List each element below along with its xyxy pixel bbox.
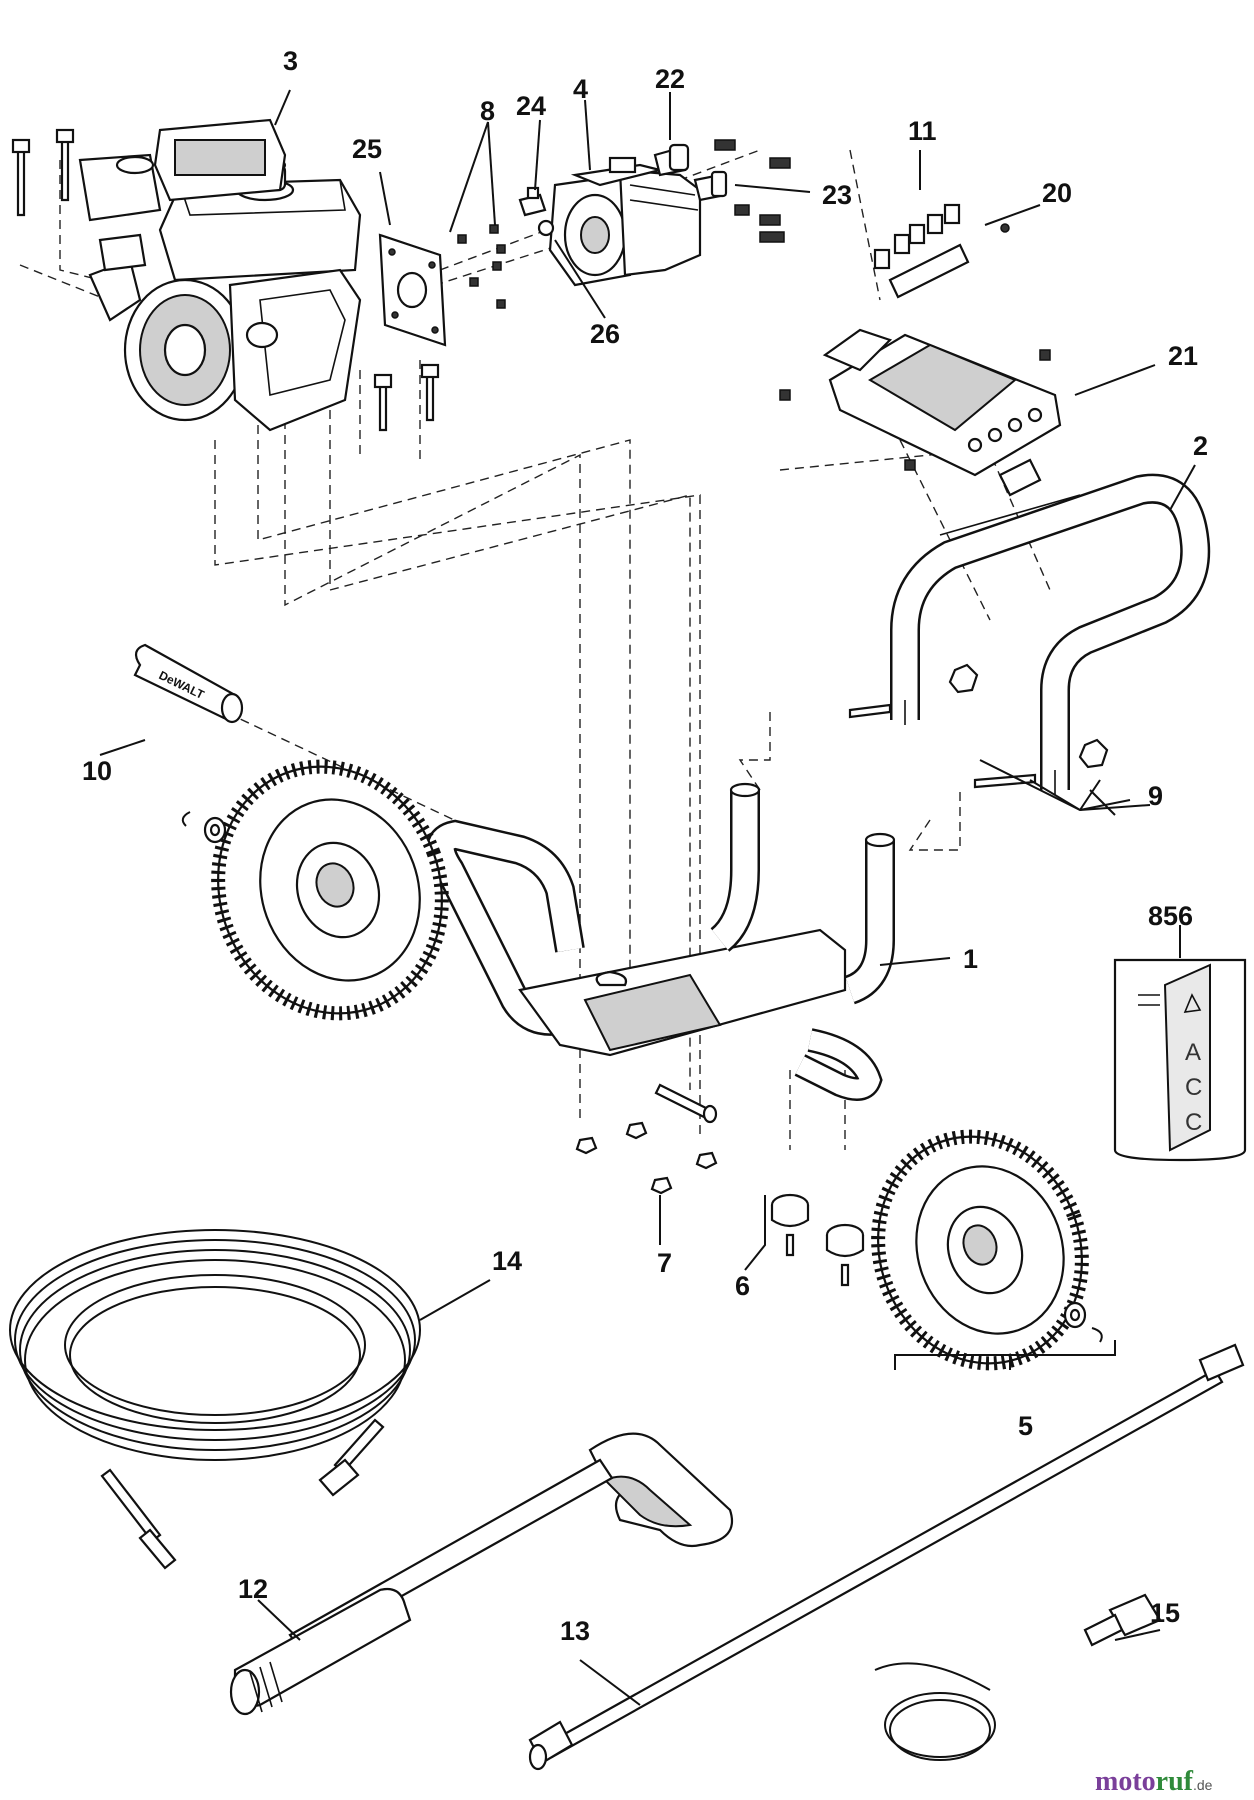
label-25: 25 (352, 134, 382, 164)
card-letter-1: A (1185, 1039, 1201, 1066)
base-frame (426, 782, 896, 1195)
label-8: 8 (480, 96, 495, 126)
watermark-part-a: moto (1095, 1766, 1156, 1797)
pump-assembly (518, 156, 702, 287)
mounting-plate (378, 233, 447, 347)
label-21: 21 (1168, 341, 1198, 371)
label-22: 22 (655, 64, 685, 94)
spray-wand (528, 1343, 1245, 1771)
fittings (653, 139, 791, 243)
watermark-suffix: .de (1193, 1777, 1213, 1793)
card-letter-2: C (1185, 1074, 1202, 1101)
part-labels: 3 25 8 24 4 22 23 26 11 20 21 2 10 9 1 8… (82, 46, 1208, 1646)
label-13: 13 (560, 1616, 590, 1646)
handle-grip: DeWALT (133, 643, 244, 724)
wheel-left (181, 759, 449, 1021)
label-12: 12 (238, 1574, 268, 1604)
label-7: 7 (657, 1248, 672, 1278)
label-856: 856 (1148, 901, 1193, 931)
engine-assembly (11, 118, 440, 432)
label-4: 4 (573, 74, 588, 104)
label-2: 2 (1193, 431, 1208, 461)
upper-handle (848, 473, 1211, 795)
label-6: 6 (735, 1271, 750, 1301)
label-15: 15 (1150, 1598, 1180, 1628)
label-26: 26 (590, 319, 620, 349)
card-letter-3: C (1185, 1109, 1202, 1136)
label-3: 3 (283, 46, 298, 76)
label-23: 23 (822, 180, 852, 210)
watermark-part-b: ruf (1156, 1766, 1194, 1797)
label-10: 10 (82, 756, 112, 786)
svg-text:motoruf.de: motoruf.de (1095, 1766, 1213, 1797)
label-5: 5 (1018, 1411, 1033, 1441)
label-9: 9 (1148, 781, 1163, 811)
wheel-right (871, 1129, 1103, 1371)
spray-gun (229, 1432, 733, 1716)
accessory-card: A C C (1113, 958, 1247, 1162)
high-pressure-hose (9, 1229, 421, 1570)
plate-fasteners (457, 224, 506, 309)
control-panel (779, 328, 1062, 497)
label-14: 14 (492, 1246, 522, 1276)
label-1: 1 (963, 944, 978, 974)
rubber-feet (770, 1193, 865, 1287)
label-11: 11 (908, 116, 937, 146)
label-24: 24 (516, 91, 546, 121)
leader-lines (99, 89, 1196, 1706)
watermark: motoruf.de (1095, 1766, 1213, 1797)
label-20: 20 (1042, 178, 1072, 208)
detergent-siphon-hose (874, 1593, 1162, 1761)
panel-bracket (873, 203, 1010, 299)
